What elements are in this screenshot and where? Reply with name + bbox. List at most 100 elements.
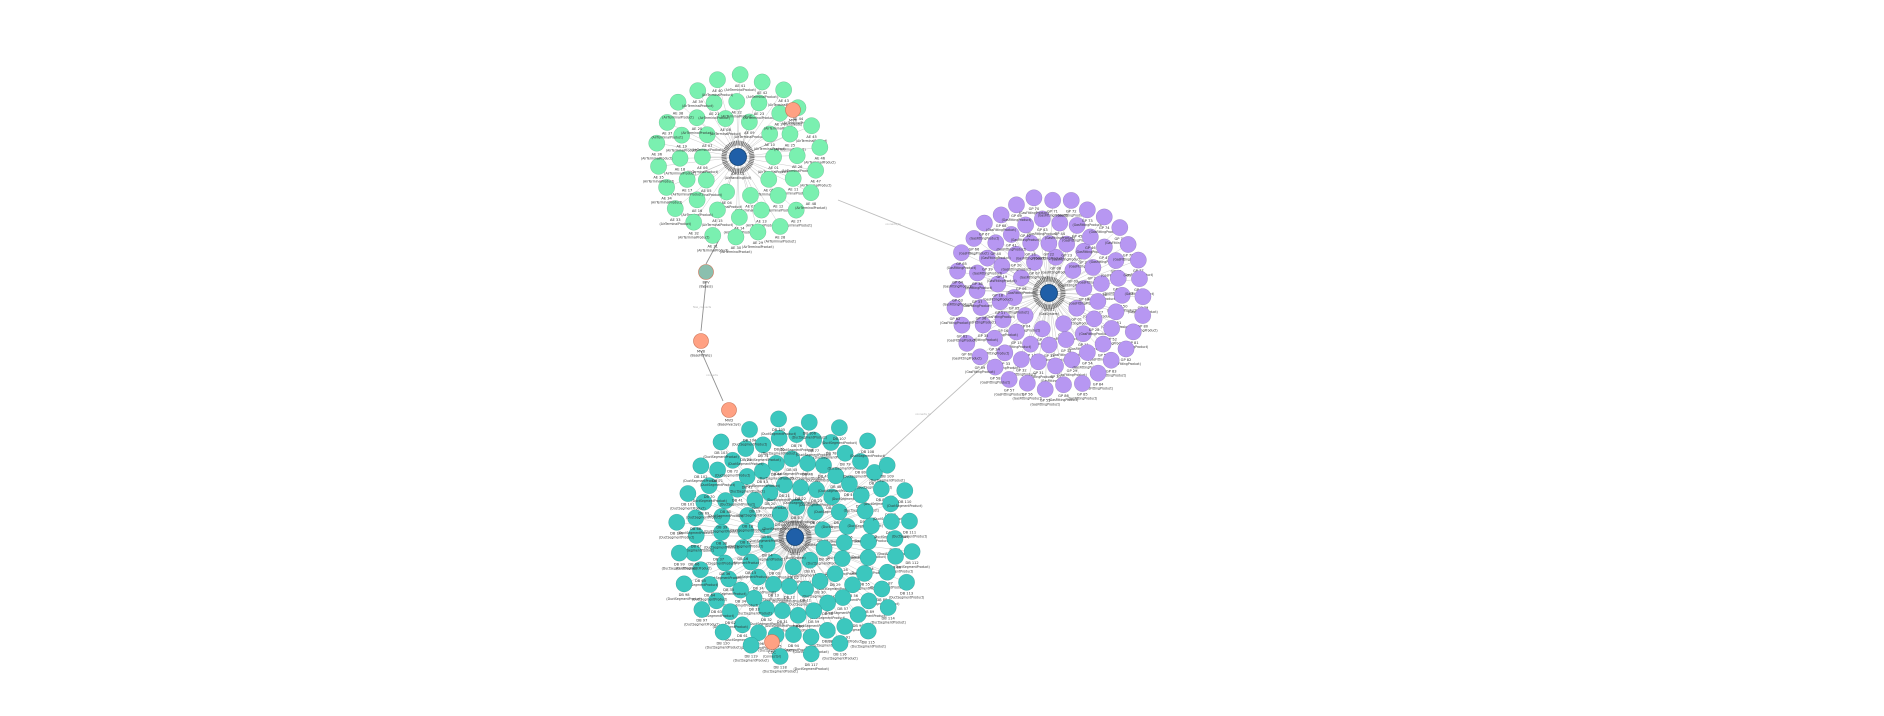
- cluster-b-node[interactable]: GP 54(GasFittingProduct): [1073, 344, 1103, 370]
- cluster-b-node[interactable]: GP 66(GasFittingProduct): [959, 230, 989, 256]
- cluster-b-node[interactable]: GP 62(GasFittingProduct): [940, 299, 970, 325]
- cluster-c-node[interactable]: DB 100(DuctSegmentProduct): [659, 513, 694, 539]
- cluster-a-node[interactable]: AE 47(AirTerminalProduct): [800, 161, 831, 187]
- node-cdc[interactable]: CDC(Connector): [763, 634, 781, 659]
- cluster-c-node[interactable]: DB 82(DuctSegmentProduct): [864, 480, 899, 506]
- cluster-a-node[interactable]: AE 36(AirTerminalProduct): [641, 134, 673, 160]
- cluster-b-node[interactable]: GP 08(GasFittingProduct): [1041, 248, 1071, 274]
- cluster-a-node[interactable]: AE 41(AirTerminalProduct): [724, 66, 756, 92]
- cluster-c-node[interactable]: DB 32(DuctSegmentProduct): [749, 600, 784, 626]
- cluster-a-node[interactable]: AE 02(AirTerminalProduct): [753, 170, 784, 197]
- cluster-b-node[interactable]: GP 64(GasFittingProduct): [943, 262, 973, 288]
- cluster-b-node[interactable]: GP 18(GasFittingProduct): [983, 275, 1013, 301]
- cluster-a-node[interactable]: AE 37(AirTerminalProduct): [651, 113, 683, 140]
- cluster-c-node[interactable]: DB 05(DuctSegmentProduct): [748, 517, 784, 543]
- cluster-a-node[interactable]: AE 01(AirTerminalProduct): [758, 148, 789, 174]
- cluster-c-node[interactable]: DB 114(DuctSegmentProduct): [870, 598, 906, 625]
- cluster-c-node[interactable]: DB 111(DuctSegmentProduct): [892, 512, 927, 538]
- cluster-c-node[interactable]: DB 74(DuctSegmentProduct): [745, 436, 781, 462]
- cluster-c-node[interactable]: DB 18(DuctSegmentProduct): [730, 506, 765, 533]
- cluster-c-node[interactable]: DB 117(DuctSegmentProduct): [794, 645, 829, 671]
- cluster-b-node[interactable]: GP 22(GasFittingProduct): [1034, 234, 1064, 261]
- cluster-c-node[interactable]: DB 94(DuctSegmentProduct): [776, 626, 811, 652]
- cluster-c-node[interactable]: DB 119(DuctSegmentProduct): [733, 636, 769, 662]
- cluster-c-node[interactable]: DB 78(DuctSegmentProduct): [813, 434, 849, 460]
- cluster-c-node[interactable]: DB 41(DuctSegmentProduct): [720, 480, 755, 506]
- cluster-a-node[interactable]: AE 33(AirTerminalProduct): [660, 200, 691, 226]
- cluster-a-node[interactable]: AE 27(AirTerminalProduct): [780, 201, 812, 227]
- cluster-a-node[interactable]: AE 09(AirTerminalProduct): [734, 113, 765, 139]
- cluster-b-node[interactable]: GP 43(GasFittingProduct): [1028, 210, 1058, 236]
- cluster-c-node[interactable]: DB 30(DuctSegmentProduct): [802, 572, 838, 598]
- cluster-c-node[interactable]: DB 80(DuctSegmentProduct): [843, 452, 878, 479]
- cluster-b-node[interactable]: GP 25(GasFittingProduct): [1078, 259, 1108, 285]
- cluster-c-node[interactable]: DB 01(DuctSegmentProduct): [792, 551, 828, 577]
- cluster-b-node[interactable]: GP 38(GasFittingProduct): [963, 264, 993, 290]
- cluster-c-node[interactable]: DB 11(DuctSegmentProduct): [788, 580, 823, 606]
- cluster-b-node[interactable]: GP 07(GasFittingProduct): [1020, 253, 1050, 279]
- cluster-a-node[interactable]: AE 31(AirTerminalProduct): [697, 226, 728, 253]
- cluster-b-node[interactable]: GP 55(GasFittingProduct): [1030, 380, 1060, 407]
- cluster-a-node[interactable]: AE 05(AirTerminalProduct): [691, 171, 722, 197]
- cluster-c-node[interactable]: DB 31(DuctSegmentProduct): [765, 602, 800, 628]
- cluster-c-node[interactable]: DB 15(DuctSegmentProduct): [733, 553, 768, 579]
- cluster-b-node[interactable]: GP 01(GasFittingProduct): [1062, 299, 1092, 325]
- cluster-b-node[interactable]: GP 76(GasFittingProduct): [1113, 236, 1143, 262]
- cluster-a-node[interactable]: AE 28(AirTerminalProduct): [764, 217, 796, 244]
- cluster-c-node[interactable]: DB 101(DuctSegmentProduct): [670, 485, 706, 511]
- cluster-b-hub[interactable]: GS-01(GasSystem): [1032, 276, 1066, 316]
- cluster-b-node[interactable]: GP 33(GasFittingProduct): [990, 344, 1020, 370]
- cluster-c-node[interactable]: DB 69(DuctSegmentProduct): [686, 493, 721, 519]
- cluster-b-node[interactable]: GP 69(GasFittingProduct): [1002, 196, 1032, 222]
- cluster-b-node[interactable]: GP 45(GasFittingProduct): [1062, 216, 1092, 243]
- cluster-b-node[interactable]: GP 61(GasFittingProduct): [947, 316, 977, 342]
- cluster-a-node[interactable]: AE 32(AirTerminalProduct): [678, 213, 709, 239]
- cluster-a-node[interactable]: AE 30(AirTerminalProduct): [720, 228, 752, 254]
- cluster-b-node[interactable]: GP 29(GasFittingProduct): [1057, 351, 1087, 377]
- cluster-a-node[interactable]: AE 21(AirTerminalProduct): [698, 94, 730, 120]
- cluster-c-node[interactable]: DB 47(DuctSegmentProduct): [806, 456, 841, 482]
- cluster-c-node[interactable]: DB 67(DuctSegmentProduct): [679, 527, 714, 553]
- cluster-b-node[interactable]: GP 14(GasFittingProduct): [1016, 335, 1046, 361]
- cluster-a-node[interactable]: AE 19(AirTerminalProduct): [666, 126, 697, 152]
- cluster-a-node[interactable]: AE 46(AirTerminalProduct): [804, 138, 836, 165]
- cluster-c-node[interactable]: DB 35(DuctSegmentProduct): [711, 570, 746, 596]
- cluster-b-node[interactable]: GP 42(GasFittingProduct): [1011, 216, 1041, 242]
- cluster-b-node[interactable]: GP 83(GasFittingProduct): [1096, 351, 1126, 377]
- cluster-c-node[interactable]: DB 106(DuctSegmentProduct): [792, 413, 827, 439]
- cluster-c-node[interactable]: DB 115(DuctSegmentProduct): [851, 622, 886, 648]
- cluster-c-node[interactable]: DB 79(DuctSegmentProduct): [827, 444, 863, 470]
- cluster-a-node[interactable]: AE 25(AirTerminalProduct): [774, 125, 806, 151]
- cluster-a-node[interactable]: AE 35(AirTerminalProduct): [643, 157, 674, 184]
- cluster-c-node[interactable]: DB 37(DuctSegmentProduct): [701, 539, 736, 565]
- cluster-b-node[interactable]: GP 40(GasFittingProduct): [981, 234, 1011, 260]
- cluster-c-node[interactable]: DB 12(DuctSegmentProduct): [772, 577, 807, 603]
- cluster-a-node[interactable]: AE 43(AirTerminalProduct): [768, 81, 799, 107]
- cluster-a-node[interactable]: AE 42(AirTerminalProduct): [746, 73, 778, 99]
- cluster-b-node[interactable]: GP 63(GasFittingProduct): [943, 280, 973, 307]
- cluster-c-node[interactable]: DB 75(DuctSegmentProduct): [762, 429, 797, 455]
- cluster-c-node[interactable]: DB 97(DuctSegmentProduct): [684, 601, 720, 627]
- cluster-b-node[interactable]: GP 36(GasFittingProduct): [966, 299, 996, 325]
- cluster-b-node[interactable]: GP 34(GasFittingProduct): [980, 329, 1010, 355]
- cluster-c-node[interactable]: DB 40(DuctSegmentProduct): [708, 492, 743, 518]
- cluster-c-node[interactable]: DB 33(DuctSegmentProduct): [736, 589, 772, 615]
- cluster-a-node[interactable]: AE 07(AirTerminalProduct): [692, 126, 723, 152]
- cluster-c-node[interactable]: DB 49(DuctSegmentProduct): [832, 475, 867, 501]
- cluster-b-node[interactable]: GP 59(GasFittingProduct): [965, 348, 995, 374]
- cluster-b-node[interactable]: GP 47(GasFittingProduct): [1090, 238, 1120, 264]
- cluster-c-node[interactable]: DB 89(DuctSegmentProduct): [851, 592, 886, 618]
- cluster-a-node[interactable]: AE 03(AirTerminalProduct): [735, 186, 766, 213]
- cluster-b-node[interactable]: GP 35(GasFittingProduct): [968, 316, 998, 342]
- cluster-a-node[interactable]: AE 20(AirTerminalProduct): [681, 109, 713, 135]
- cluster-b-node[interactable]: GP 67(GasFittingProduct): [970, 214, 1000, 240]
- cluster-b-node[interactable]: GP 57(GasFittingProduct): [994, 371, 1024, 397]
- cluster-b-node[interactable]: GP 68(GasFittingProduct): [986, 206, 1016, 232]
- cluster-a-node[interactable]: AE 26(AirTerminalProduct): [781, 147, 813, 173]
- cluster-c-node[interactable]: DB 98(DuctSegmentProduct): [666, 575, 702, 601]
- cluster-c-node[interactable]: DB 21(DuctSegmentProduct): [767, 476, 802, 502]
- cluster-a-node[interactable]: AE 39(AirTerminalProduct): [682, 82, 713, 108]
- cluster-b-node[interactable]: GP 84(GasFittingProduct): [1083, 364, 1113, 390]
- cluster-b-node[interactable]: GP 30(GasFittingProduct): [1041, 357, 1071, 383]
- cluster-c-node[interactable]: DB 102(DuctSegmentProduct): [683, 457, 719, 483]
